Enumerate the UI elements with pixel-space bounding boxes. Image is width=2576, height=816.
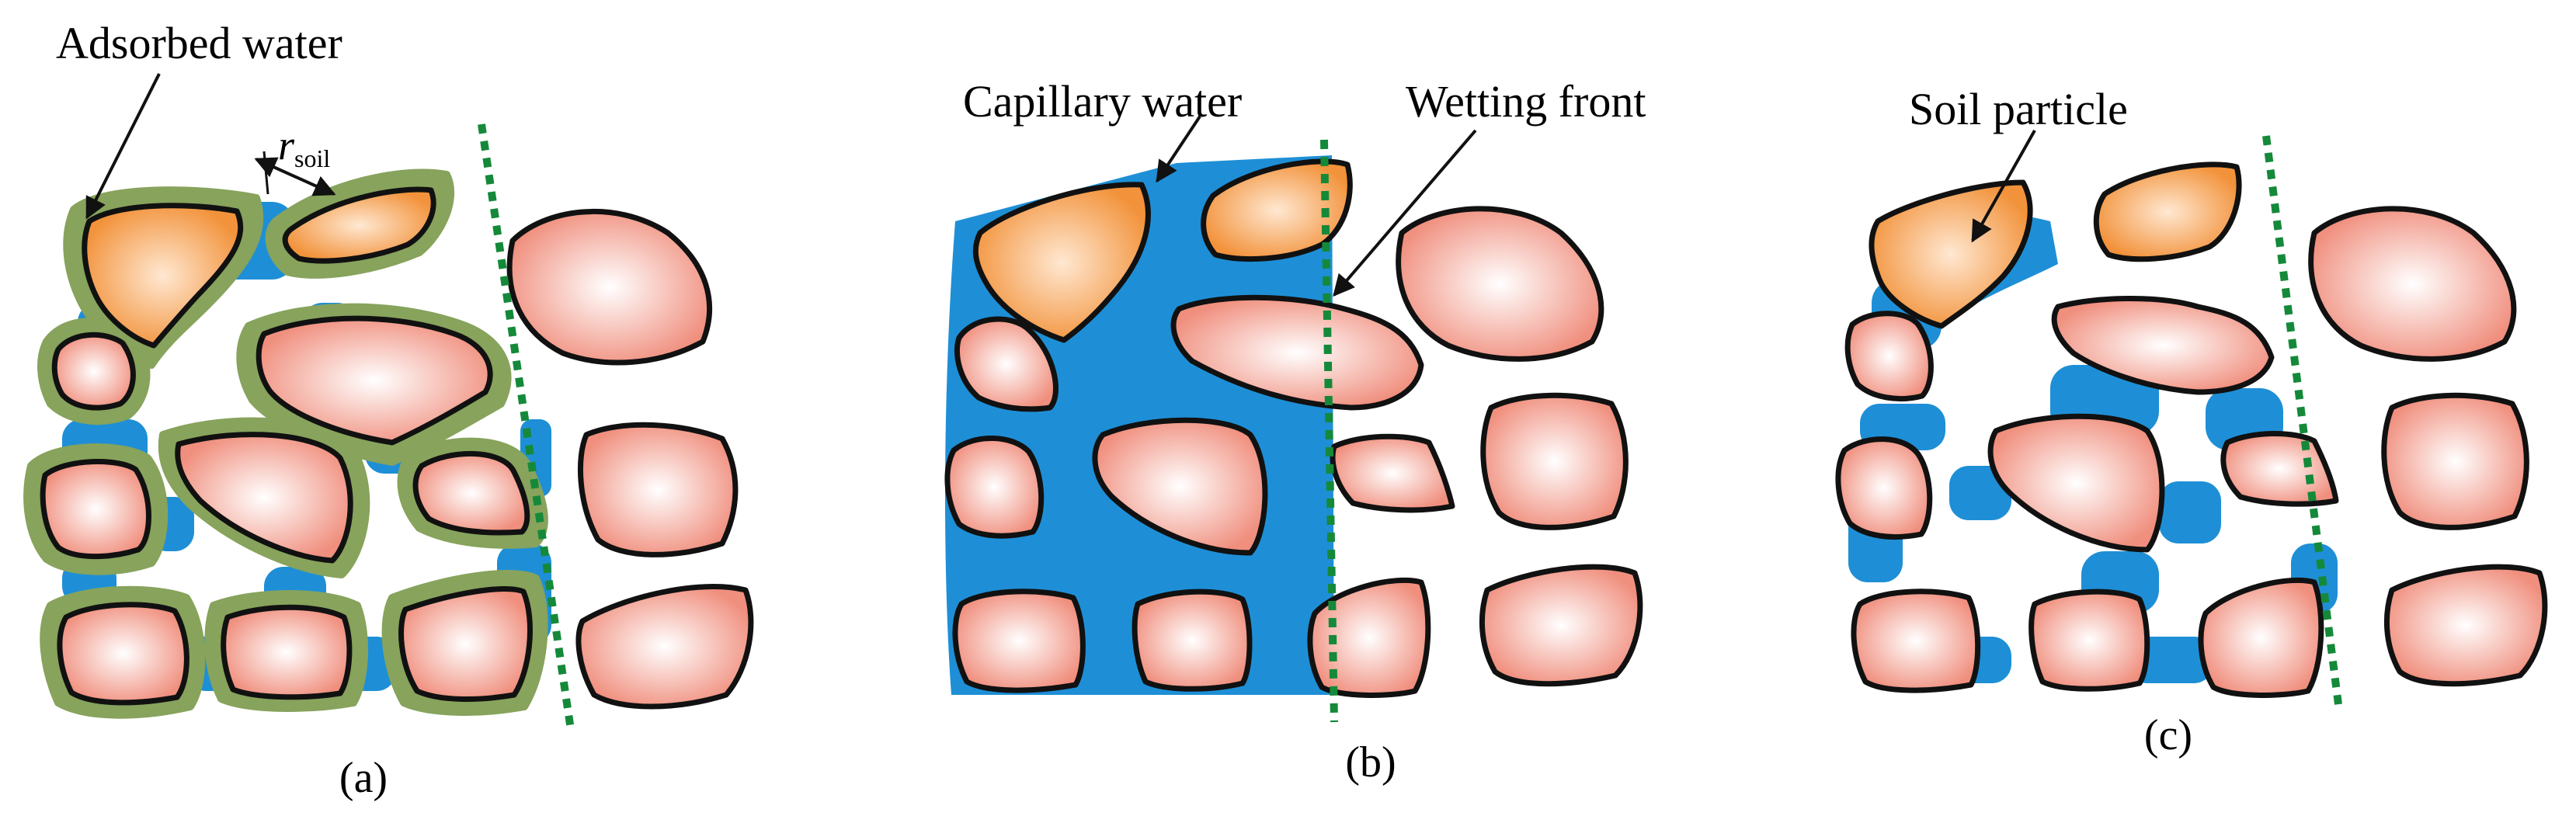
soil-particle-wet	[82, 203, 244, 349]
callout-wetting-front: Wetting front	[1406, 76, 1646, 127]
soil-particle	[1835, 436, 1933, 540]
dimension-subscript: soil	[294, 144, 330, 172]
callout-soil-particle: Soil particle	[1909, 84, 2128, 134]
callout-arrow	[1156, 115, 1201, 183]
particle-spacing-dimension	[254, 157, 336, 196]
soil-particle	[40, 459, 151, 560]
soil-particle-wet	[972, 182, 1151, 343]
soil-particle	[412, 450, 530, 536]
soil-particles	[944, 158, 1643, 698]
wetting-front-line	[1320, 139, 1338, 723]
soil-particle	[506, 208, 713, 366]
soil-particles	[40, 186, 754, 710]
soil-particle	[2381, 392, 2529, 530]
soil-particle	[1132, 589, 1253, 692]
panel-label-a: (a)	[339, 754, 388, 802]
soil-particle	[1396, 206, 1604, 362]
soil-particle-wet	[282, 186, 436, 264]
soil-particle	[175, 432, 353, 564]
soil-particle	[221, 604, 353, 700]
callout-capillary-water: Capillary water	[963, 76, 1242, 127]
soil-particle	[954, 316, 1059, 412]
soil-particle	[398, 586, 533, 702]
panel-label-b: (b)	[1345, 738, 1396, 786]
soil-particle	[1170, 294, 1424, 411]
soil-particle	[51, 332, 136, 411]
soil-particle	[256, 315, 493, 446]
soil-particle-wet	[1201, 158, 1353, 262]
soil-particle	[2198, 577, 2324, 698]
soil-particles	[1835, 161, 2548, 698]
dimension-tick	[262, 151, 269, 195]
callout-adsorbed-water: Adsorbed water	[56, 18, 342, 68]
soil-particle	[1844, 311, 1934, 401]
soil-particle	[2028, 589, 2150, 692]
soil-particle	[57, 602, 189, 706]
wetting-front-line	[2262, 135, 2343, 711]
soil-particle	[1480, 392, 1629, 530]
callout-arrow	[1333, 129, 1477, 297]
callout-arrow	[1971, 130, 2036, 243]
soil-particle	[575, 584, 754, 710]
panel-b: Capillary water Wetting front (b)	[944, 76, 1646, 786]
soil-particle	[1330, 433, 1455, 513]
panel-c: Soil particle (c)	[1835, 84, 2548, 759]
water-bridge	[2159, 481, 2221, 543]
panel-a: Adsorbed water rsoil (a)	[23, 18, 754, 802]
soil-particle	[2308, 206, 2517, 362]
soil-particle	[1092, 417, 1268, 556]
dimension-label: rsoil	[278, 122, 330, 172]
soil-particle	[1479, 564, 1643, 687]
callout-arrow	[85, 73, 161, 220]
soil-particle	[944, 436, 1045, 539]
soil-particle	[952, 589, 1086, 693]
soil-particle	[1851, 589, 1981, 693]
soil-particle	[1307, 577, 1431, 698]
soil-particle	[2384, 564, 2548, 687]
soil-particle	[577, 422, 739, 557]
panel-label-c: (c)	[2144, 711, 2192, 759]
soil-particle	[2220, 431, 2339, 507]
soil-particle	[2051, 296, 2275, 395]
soil-particle-wet	[2093, 161, 2242, 262]
soil-particle	[1987, 413, 2165, 553]
